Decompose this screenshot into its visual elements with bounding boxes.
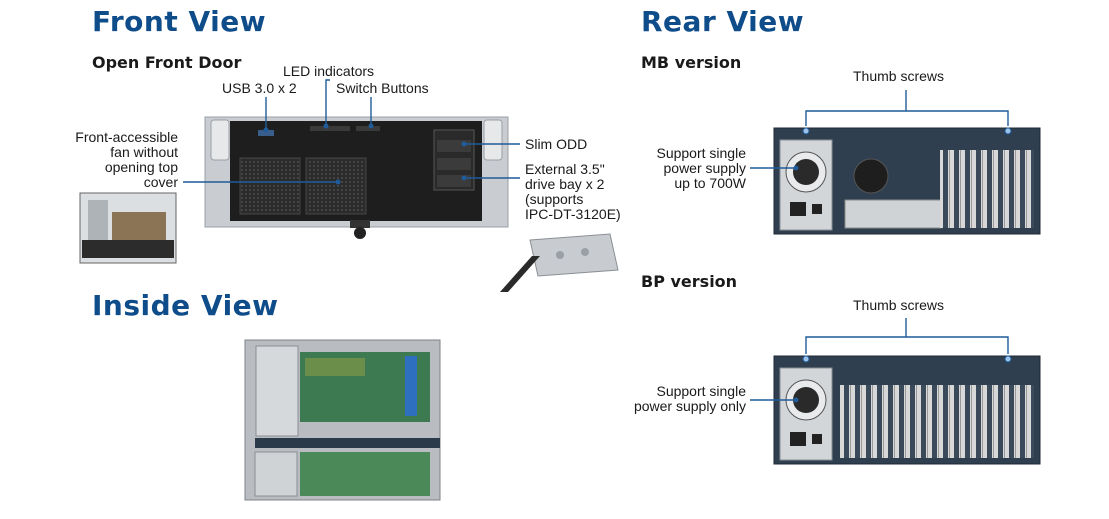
bp-version-subtitle: BP version xyxy=(641,272,738,291)
fan-label-line: cover xyxy=(143,174,178,190)
bay-label-line: IPC-DT-3120E) xyxy=(525,206,621,222)
bp-psu-line: power supply only xyxy=(633,398,746,414)
callout-dots xyxy=(263,123,799,403)
usb-label: USB 3.0 x 2 xyxy=(222,80,297,96)
inside-view-title: Inside View xyxy=(92,289,279,322)
front-fan-label: Front-accessible fan without opening top… xyxy=(40,130,178,190)
drive-tray-image xyxy=(500,233,619,292)
mb-psu-line: up to 700W xyxy=(674,175,746,191)
bay-label-line: drive bay x 2 xyxy=(525,176,605,192)
fan-label-line: opening top xyxy=(104,159,178,175)
mb-thumb-screws-label: Thumb screws xyxy=(853,68,945,84)
rear-view-title: Rear View xyxy=(641,5,805,38)
front-chassis-image xyxy=(204,116,509,239)
open-front-door-subtitle: Open Front Door xyxy=(92,53,242,72)
rear-bp-chassis-image xyxy=(773,355,1041,465)
drive-bay-label: External 3.5" drive bay x 2 (supports IP… xyxy=(525,162,621,222)
bp-thumb-screws-label: Thumb screws xyxy=(853,297,945,313)
rear-mb-chassis-image xyxy=(773,127,1041,235)
bay-label-line: (supports xyxy=(525,191,584,207)
mb-psu-line: power supply xyxy=(663,160,747,176)
callout-lines xyxy=(183,79,1009,401)
led-indicators-label: LED indicators xyxy=(283,63,375,79)
inside-chassis-image xyxy=(244,339,441,501)
mb-psu-label: Support single power supply up to 700W xyxy=(610,146,746,191)
mb-version-subtitle: MB version xyxy=(641,53,742,72)
slim-odd-label: Slim ODD xyxy=(525,136,588,152)
bp-psu-label: Support single power supply only xyxy=(600,384,746,414)
fan-label-line: fan without xyxy=(110,144,178,160)
open-door-inset-image xyxy=(79,192,177,264)
bay-label-line: External 3.5" xyxy=(525,161,605,177)
front-view-title: Front View xyxy=(92,5,267,38)
switch-buttons-label: Switch Buttons xyxy=(336,80,429,96)
bp-psu-line: Support single xyxy=(656,383,746,399)
fan-label-line: Front-accessible xyxy=(75,129,178,145)
mb-psu-line: Support single xyxy=(656,145,746,161)
